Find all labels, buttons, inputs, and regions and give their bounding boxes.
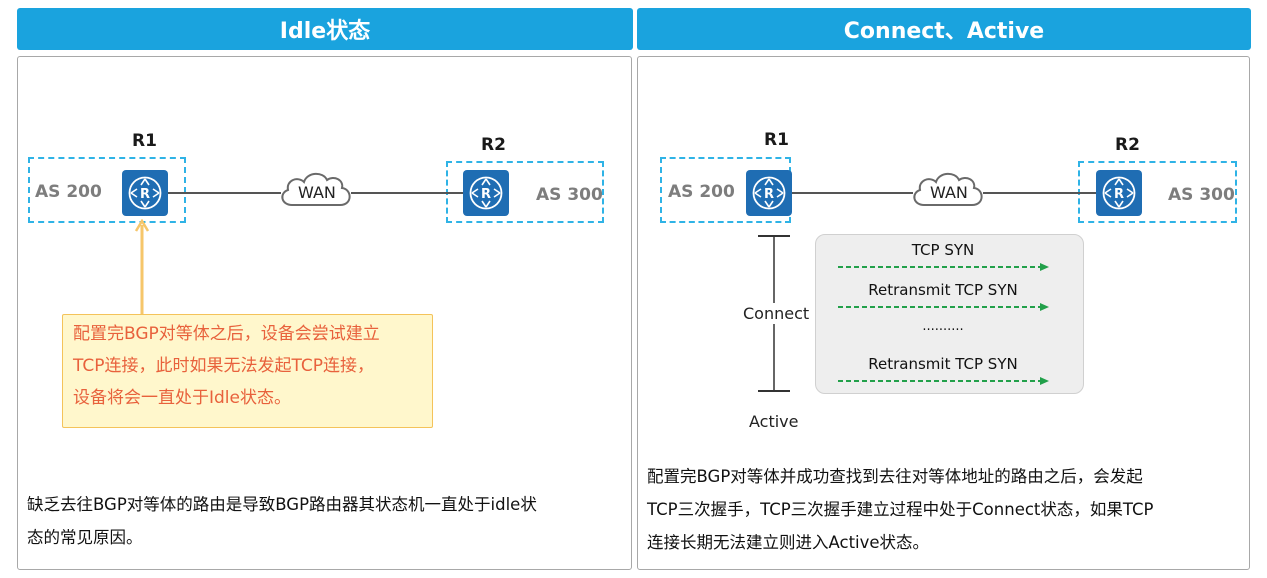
- wan-cloud-icon: WAN: [908, 165, 988, 213]
- wan-label: WAN: [930, 183, 968, 202]
- description-line: TCP三次握手，TCP三次握手建立过程中处于Connect状态，如果TCP: [647, 500, 1154, 519]
- router-icon: R: [128, 176, 162, 210]
- syn-arrow: [838, 262, 1050, 272]
- ellipsis-label: ..........: [922, 319, 964, 334]
- description-line: 配置完BGP对等体并成功查找到去往对等体地址的路由之后，会发起: [647, 467, 1143, 486]
- connect-panel-header: Connect、Active: [637, 8, 1251, 50]
- connect-description: 配置完BGP对等体并成功查找到去往对等体地址的路由之后，会发起 TCP三次握手，…: [647, 460, 1153, 559]
- router-icon: R: [752, 176, 786, 210]
- connect-panel-title: Connect、Active: [843, 19, 1045, 44]
- svg-text:R: R: [764, 187, 774, 202]
- as200-box: [28, 157, 186, 223]
- description-line: 连接长期无法建立则进入Active状态。: [647, 533, 930, 552]
- idle-panel-title: Idle状态: [279, 19, 371, 44]
- connect-state-label: Connect: [741, 303, 812, 324]
- wan-label: WAN: [298, 183, 336, 202]
- idle-panel-header: Idle状态: [17, 8, 633, 50]
- router-icon: R: [1102, 176, 1136, 210]
- r1-router-icon: R: [122, 170, 168, 216]
- as300-label: AS 300: [1168, 185, 1235, 205]
- message-label: Retransmit TCP SYN: [868, 355, 1018, 373]
- message-label: TCP SYN: [911, 241, 975, 259]
- link-r1-wan: [168, 192, 281, 194]
- as200-label: AS 200: [35, 182, 102, 202]
- r1-label: R1: [764, 130, 789, 150]
- tcp-syn-sequence: TCP SYN Retransmit TCP SYN .......... Re…: [815, 234, 1084, 394]
- connect-panel: R1 R2 AS 200 AS 300 R R WAN Connect: [637, 56, 1250, 570]
- svg-text:R: R: [481, 187, 491, 202]
- r1-label: R1: [132, 131, 157, 151]
- active-state-label: Active: [749, 412, 799, 431]
- callout-line: TCP连接，此时如果无法发起TCP连接，: [73, 356, 375, 376]
- syn-arrow: [838, 302, 1050, 312]
- syn-arrow: [838, 376, 1050, 386]
- wan-cloud-icon: WAN: [276, 165, 356, 213]
- r2-label: R2: [1115, 135, 1140, 155]
- as200-label: AS 200: [668, 182, 735, 202]
- r2-router-icon: R: [1096, 170, 1142, 216]
- r2-label: R2: [481, 135, 506, 155]
- link-wan-r2: [351, 192, 464, 194]
- callout-arrow: [134, 218, 150, 315]
- idle-panel: R1 R2 AS 200 AS 300 R R WAN 配置完BGP对等: [17, 56, 632, 570]
- description-line: 态的常见原因。: [27, 528, 143, 547]
- callout-line: 配置完BGP对等体之后，设备会尝试建立: [73, 324, 380, 344]
- message-label: Retransmit TCP SYN: [868, 281, 1018, 299]
- link-wan-r2: [983, 192, 1096, 194]
- r1-router-icon: R: [746, 170, 792, 216]
- svg-text:R: R: [140, 187, 150, 202]
- idle-description: 缺乏去往BGP对等体的路由是导致BGP路由器其状态机一直处于idle状 态的常见…: [27, 488, 537, 554]
- as300-label: AS 300: [536, 185, 603, 205]
- description-line: 缺乏去往BGP对等体的路由是导致BGP路由器其状态机一直处于idle状: [27, 495, 537, 514]
- r2-router-icon: R: [463, 170, 509, 216]
- idle-callout: 配置完BGP对等体之后，设备会尝试建立 TCP连接，此时如果无法发起TCP连接，…: [62, 314, 433, 428]
- callout-line: 设备将会一直处于Idle状态。: [73, 388, 291, 408]
- router-icon: R: [469, 176, 503, 210]
- link-r1-wan: [791, 192, 913, 194]
- svg-text:R: R: [1114, 187, 1124, 202]
